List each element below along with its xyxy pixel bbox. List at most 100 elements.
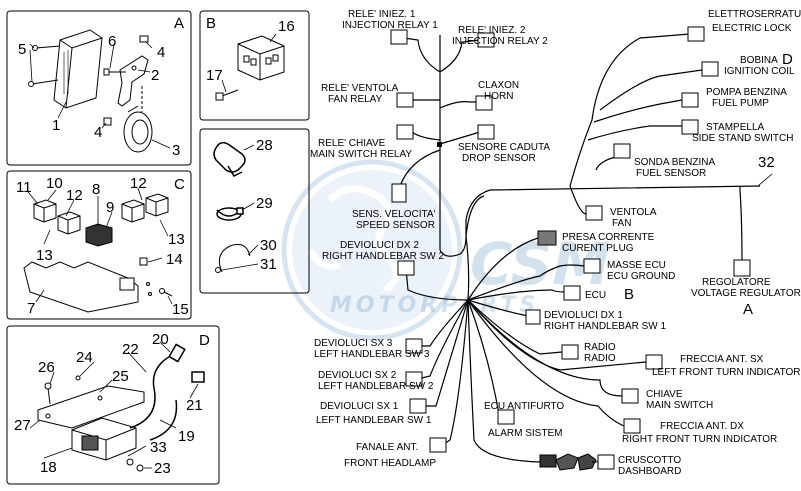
connector-alarm [497,409,515,425]
svg-text:VOLTAGE REGULATOR: VOLTAGE REGULATOR [691,288,801,299]
svg-text:MAIN SWITCH: MAIN SWITCH [646,400,713,411]
globe-watermark-icon [281,159,463,341]
label-rh1-en: RIGHT HANDLEBAR SW 1 [544,321,666,332]
label-relay1-en: INJECTION RELAY 1 [342,20,438,31]
dashboard-plug-icon [539,453,598,471]
bracket-icon [117,55,149,107]
label-alarm-it: ECU ANTIFURTO [484,401,564,412]
part-number-31: 31 [260,256,277,273]
connector-coil [701,61,719,77]
connector-rh1 [525,309,541,325]
svg-text:PRESA CORRENTE: PRESA CORRENTE [562,232,655,243]
connector-lock [687,26,705,42]
svg-text:REGOLATORE: REGOLATORE [702,277,771,288]
label-regulator-en: VOLTAGE REGULATOR [691,288,801,299]
wiring-labels: RELE' INIEZ. 1 INJECTION RELAY 1 RELE' I… [310,9,801,477]
label-ground-en: ECU GROUND [607,271,675,282]
part-number-13b: 13 [168,231,185,248]
connector-key [621,388,639,404]
panel-b: B 16 17 [199,10,310,121]
svg-text:RIGHT HANDLEBAR SW 2: RIGHT HANDLEBAR SW 2 [322,251,444,262]
svg-text:DEVIOLUCI DX 1: DEVIOLUCI DX 1 [544,310,623,321]
connector-front-sx [645,354,663,370]
label-lh3-it: DEVIOLUCI SX 3 [314,338,393,349]
part-number-33: 33 [150,439,167,456]
label-relay2-it: RELE' INIEZ. 2 [458,25,526,36]
label-fuel-sensor-en: FUEL SENSOR [636,168,706,179]
svg-text:DEVIOLUCI SX 1: DEVIOLUCI SX 1 [320,401,399,412]
label-pump-it: POMPA BENZINA [706,87,787,98]
label-plug-en: CURENT PLUG [562,243,634,254]
connector-rh2 [397,260,415,276]
svg-text:FUEL PUMP: FUEL PUMP [712,98,769,109]
label-front-dx-it: FRECCIA ANT. DX [660,421,744,432]
hv-cable-icon [129,343,205,441]
part-number-25: 25 [112,368,129,385]
part-number-23: 23 [154,460,171,477]
label-relay2-en: INJECTION RELAY 2 [452,36,548,47]
coil-bracket-icon [37,385,145,429]
screw-icon [215,89,239,101]
label-radio-en: RADIO [584,353,616,364]
part-number-30: 30 [260,237,277,254]
connector-horn [475,95,493,111]
svg-text:DASHBOARD: DASHBOARD [618,466,681,477]
label-headlamp-it: FANALE ANT. [356,442,418,453]
connector-headlamp [429,437,447,453]
label-main-relay-it: RELE' CHIAVE [318,138,386,149]
svg-text:DEVIOLUCI SX 3: DEVIOLUCI SX 3 [314,338,393,349]
svg-text:CLAXON: CLAXON [478,80,519,91]
cable-band-icon [215,243,251,273]
part-number-29: 29 [256,195,273,212]
label-coil-ref: D [782,51,793,68]
connector-ecu [563,285,581,301]
svg-text:CHIAVE: CHIAVE [646,389,683,400]
svg-text:ALARM SISTEM: ALARM SISTEM [488,428,562,439]
connector-drop [477,124,495,140]
connector-relay1 [390,29,408,45]
label-front-sx-it: FRECCIA ANT. SX [680,354,764,365]
part-number-19: 19 [178,428,195,445]
svg-text:ECU GROUND: ECU GROUND [607,271,675,282]
cable-clamp-icon [213,141,246,177]
label-ecu-ref: B [624,286,634,303]
part-number-18: 18 [40,459,57,476]
part-number-4b: 4 [94,124,102,141]
label-fan-relay-en: FAN RELAY [328,94,383,105]
label-fuel-sensor-it: SONDA BENZINA [634,157,715,168]
svg-text:CURENT PLUG: CURENT PLUG [562,243,634,254]
part-number-20: 20 [152,331,169,348]
clip-nut-icon [103,35,149,126]
svg-text:ECU ANTIFURTO: ECU ANTIFURTO [484,401,564,412]
ecu-module-icon [53,29,103,109]
part-number-10: 10 [46,175,63,192]
part-number-13: 13 [36,247,53,264]
svg-text:LEFT HANDLEBAR SW 1: LEFT HANDLEBAR SW 1 [316,415,432,426]
svg-text:SENSORE CADUTA: SENSORE CADUTA [458,142,550,153]
svg-text:SENS. VELOCITA': SENS. VELOCITA' [352,209,436,220]
svg-text:DROP SENSOR: DROP SENSOR [462,153,536,164]
svg-text:RELE' CHIAVE: RELE' CHIAVE [318,138,386,149]
label-coil-it: BOBINA [740,55,778,66]
label-dashboard-en: DASHBOARD [618,466,681,477]
svg-text:ELETTROSERRATURA: ELETTROSERRATURA [708,9,801,20]
part-number-17: 17 [206,67,223,84]
part-number-28: 28 [256,137,273,154]
svg-text:FUEL SENSOR: FUEL SENSOR [636,168,706,179]
screw-icon [28,45,61,87]
svg-text:RIGHT HANDLEBAR SW 1: RIGHT HANDLEBAR SW 1 [544,321,666,332]
label-stand-en: SIDE STAND SWITCH [692,133,793,144]
svg-text:INJECTION RELAY 1: INJECTION RELAY 1 [342,20,438,31]
bolt-icon [103,68,126,76]
label-lh2-en: LEFT HANDLEBAR SW 2 [318,381,434,392]
svg-text:HORN: HORN [484,91,513,102]
label-key-en: MAIN SWITCH [646,400,713,411]
connector-radio [561,344,579,360]
label-plug-it: PRESA CORRENTE [562,232,655,243]
label-fan-relay-it: RELE' VENTOLA [321,83,399,94]
svg-text:LEFT HANDLEBAR SW 2: LEFT HANDLEBAR SW 2 [318,381,434,392]
label-headlamp-en: FRONT HEADLAMP [344,458,436,469]
svg-text:RELE' VENTOLA: RELE' VENTOLA [321,83,399,94]
part-number-16: 16 [278,18,295,35]
